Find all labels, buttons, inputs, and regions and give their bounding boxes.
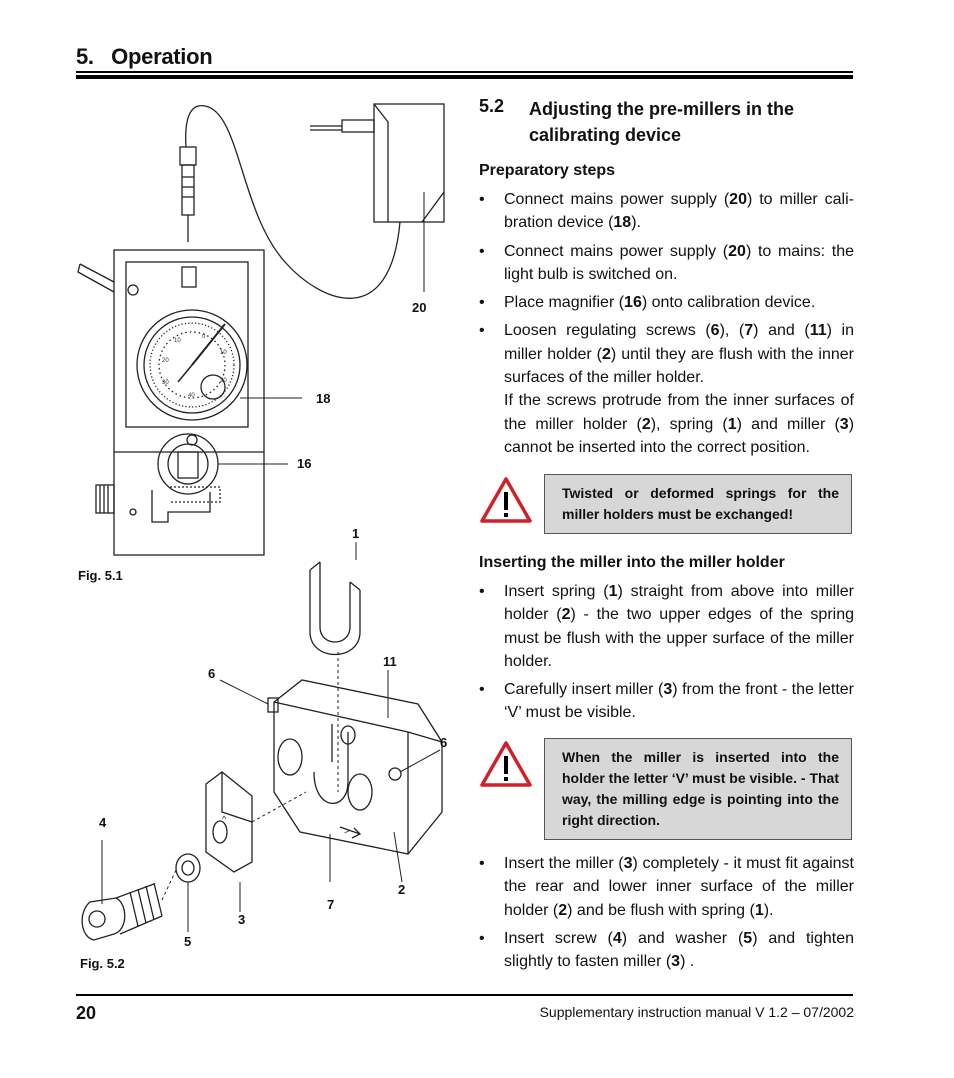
- callout-6-left: 6: [208, 666, 216, 681]
- warning-box-springs: Twisted or deformed springs for the mill…: [544, 474, 852, 534]
- header-rule-thick: [76, 75, 853, 79]
- callout-5: 5: [184, 934, 192, 949]
- callout-3: 3: [238, 912, 246, 927]
- section-number: 5.2: [479, 96, 505, 116]
- section-title: Adjusting the pre-millers in the calibra…: [529, 99, 795, 145]
- page-number: 20: [76, 1003, 97, 1023]
- callout-2: 2: [398, 882, 406, 897]
- callout-18: 18: [316, 391, 331, 406]
- preparatory-heading: Preparatory steps: [479, 162, 616, 179]
- fig2-caption: Fig. 5.2: [80, 956, 125, 971]
- figure-area: 10 0 10 20 20 30 40 > ^: [70, 92, 470, 982]
- power-supply-body: [373, 103, 445, 223]
- final-list: •Insert the miller (3) completely - it m…: [479, 852, 854, 978]
- list-item: •Place magnifier (16) onto calibration d…: [479, 294, 816, 312]
- callout-7: 7: [327, 897, 335, 912]
- svg-text:20: 20: [162, 358, 169, 364]
- list-item: •Insert the miller (3) completely - it m…: [479, 855, 855, 919]
- header-rule: [76, 71, 853, 73]
- callout-4: 4: [99, 815, 107, 830]
- list-item: •Connect mains power supply (20) to mill…: [479, 191, 854, 232]
- manual-version: Supplementary instruction manual V 1.2 –…: [539, 1004, 854, 1020]
- inserting-heading: Inserting the miller into the miller hol…: [479, 554, 785, 571]
- callout-20: 20: [412, 300, 427, 315]
- screw-note: If the screws protrude from the inner su…: [504, 392, 855, 456]
- warning-triangle-icon: [480, 741, 532, 787]
- list-item: •Insert spring (1) straight from above i…: [479, 583, 855, 670]
- callout-6-right: 6: [440, 735, 448, 750]
- section-heading: 5. Operation: [76, 44, 213, 69]
- callout-11: 11: [383, 654, 397, 669]
- svg-text:^: ^: [222, 814, 227, 824]
- svg-text:40: 40: [188, 393, 195, 399]
- svg-text:30: 30: [162, 380, 169, 386]
- svg-text:20: 20: [220, 378, 227, 384]
- list-item: •Insert screw (4) and washer (5) and tig…: [479, 929, 854, 971]
- inserting-list: •Insert spring (1) straight from above i…: [479, 580, 854, 730]
- footer-rule: [76, 994, 853, 996]
- warning-triangle-icon: [480, 477, 532, 523]
- svg-text:0: 0: [202, 334, 206, 340]
- callout-1: 1: [352, 526, 360, 541]
- svg-text:10: 10: [174, 338, 181, 344]
- fig1-caption: Fig. 5.1: [78, 568, 123, 583]
- callout-16: 16: [297, 456, 312, 471]
- svg-text:>: >: [344, 826, 350, 837]
- list-item: •Connect mains power supply (20) to main…: [479, 242, 855, 283]
- list-item: •Loosen regulating screws (6), (7) and (…: [479, 319, 854, 459]
- list-item: •Carefully insert miller (3) from the fr…: [479, 681, 854, 722]
- svg-text:10: 10: [220, 350, 227, 356]
- warning-box-letter-v: When the miller is inserted into the hol…: [544, 738, 852, 840]
- device-illustrations: 10 0 10 20 20 30 40 > ^: [77, 103, 445, 941]
- preparatory-list: •Connect mains power supply (20) to mill…: [479, 188, 854, 464]
